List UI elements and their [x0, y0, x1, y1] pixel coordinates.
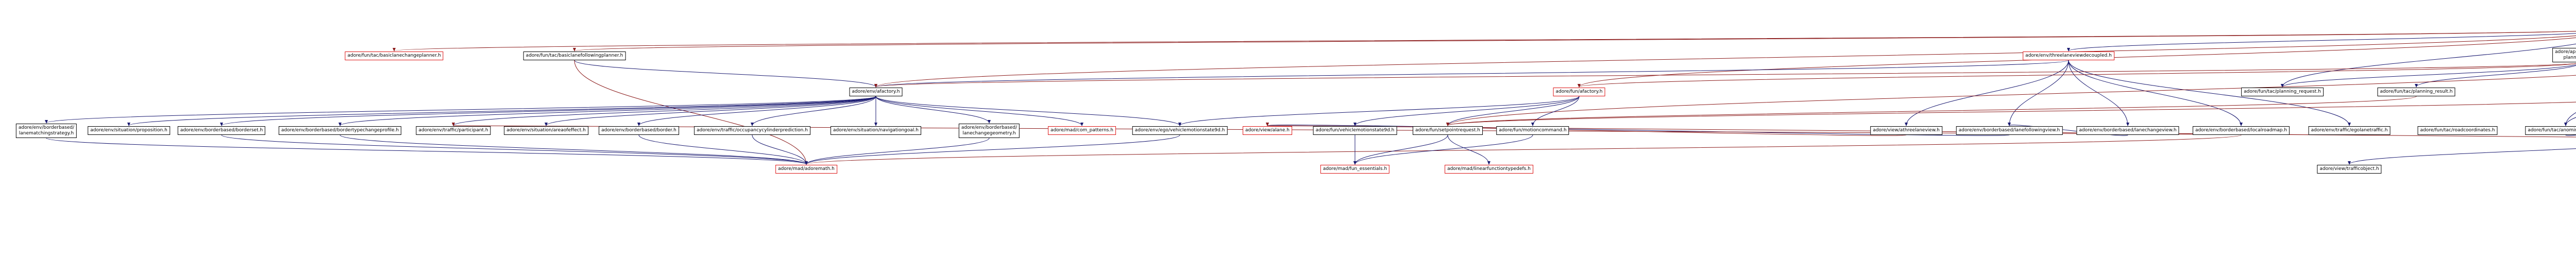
graph-node[interactable]: adore/env/borderbased/border.h: [599, 126, 679, 135]
include-edge: [2564, 117, 2576, 126]
include-edge: [1446, 96, 2417, 126]
graph-node[interactable]: adore/env/borderbased/lanechangegeometry…: [958, 124, 1020, 138]
graph-node[interactable]: adore/fun/tac/basiclanechangeplanner.h: [345, 52, 444, 60]
include-edge: [805, 134, 1180, 165]
include-edge: [1266, 122, 2010, 136]
graph-node[interactable]: adore/env/borderbased/lanechangeview.h: [2076, 126, 2179, 135]
include-edge: [875, 96, 1181, 126]
graph-node[interactable]: adore/mad/adoremath.h: [775, 165, 837, 174]
include-edge: [638, 134, 808, 165]
include-edge: [637, 96, 876, 126]
include-edge: [127, 96, 876, 126]
include-edge: [875, 96, 1083, 126]
include-edge: [1446, 101, 2576, 126]
include-edge: [2565, 134, 2576, 136]
include-edge: [1447, 134, 1490, 165]
include-edge: [574, 60, 877, 88]
graph-node[interactable]: adore/env/situation/proposition.h: [88, 126, 170, 135]
include-edge: [805, 134, 2242, 165]
include-edge: [1353, 96, 1580, 126]
include-edge: [1353, 134, 1448, 165]
graph-node[interactable]: adore/env/borderbased/borderset.h: [177, 126, 266, 135]
graph-node[interactable]: adore/env/situation/navigationgoal.h: [831, 126, 921, 135]
include-edge: [805, 138, 990, 165]
include-edge: [221, 134, 808, 165]
include-edge: [1353, 134, 1533, 165]
graph-node[interactable]: adore/mad/fun_essentials.h: [1320, 165, 1390, 174]
include-edge: [46, 138, 808, 165]
include-edge: [1531, 96, 1580, 126]
graph-node[interactable]: adore/env/borderbased/localroadmap.h: [2192, 126, 2290, 135]
include-edge: [1178, 96, 1580, 126]
graph-node[interactable]: adore/env/traffic/egolanetraffic.h: [2308, 126, 2391, 135]
include-edge: [220, 96, 876, 126]
include-edge: [452, 96, 876, 126]
include-edge: [574, 60, 808, 165]
include-edge: [1578, 63, 2576, 88]
include-edge: [338, 96, 876, 126]
include-edge: [45, 96, 876, 124]
graph-node[interactable]: adore/fun/tac/basiclanefollowingplanner.…: [523, 52, 626, 60]
include-edge: [2008, 122, 2128, 136]
graph-node[interactable]: adore/fun/vehiclemotionstate9d.h: [1313, 126, 1397, 135]
graph-node[interactable]: adore/env/traffic/occupancycylinderpredi…: [694, 126, 810, 135]
graph-node[interactable]: adore/fun/tac/roadcoordinates.h: [2417, 126, 2498, 135]
include-edge: [2564, 112, 2576, 126]
graph-node[interactable]: adore/fun/tac/planning_request.h: [2241, 88, 2324, 96]
include-edge: [2068, 60, 2129, 126]
graph-node[interactable]: adore/mad/com_patterns.h: [1048, 126, 1116, 135]
graph-node[interactable]: adore/env/borderbased/bordertypechangepr…: [278, 126, 402, 135]
include-edge: [2067, 33, 2576, 52]
include-edge: [340, 134, 808, 165]
graph-node[interactable]: adore/env/ego/vehiclemotionstate9d.h: [1132, 126, 1228, 135]
graph-node[interactable]: adore/view/alane.h: [1243, 126, 1292, 135]
include-edge: [1905, 60, 2069, 126]
graph-node[interactable]: adore/fun/tac/planning_result.h: [2377, 88, 2455, 96]
include-edge: [1446, 96, 1580, 126]
include-edge: [874, 60, 2069, 88]
include-edge: [874, 35, 2576, 88]
graph-node[interactable]: adore/env/traffic/participant.h: [416, 126, 491, 135]
include-edge: [751, 96, 876, 126]
include-edge: [2415, 65, 2576, 88]
graph-node[interactable]: adore/view/trafficobject.h: [2317, 165, 2382, 174]
include-edge: [2281, 64, 2576, 88]
include-edge: [2281, 43, 2576, 88]
include-edge: [875, 96, 991, 124]
graph-node[interactable]: adore/apps/trajectory_planner_base.h: [2552, 48, 2576, 62]
include-edge: [752, 134, 808, 165]
graph-node[interactable]: adore/env/borderbased/lanematchingstrate…: [15, 124, 77, 138]
include-edge: [1446, 75, 2576, 126]
graph-node[interactable]: adore/fun/afactory.h: [1553, 88, 1605, 96]
graph-node[interactable]: adore/env/afactory.h: [849, 88, 903, 96]
graph-node[interactable]: adore/env/borderbased/lanefollowingview.…: [1956, 126, 2063, 135]
graph-node[interactable]: adore/fun/motioncommand.h: [1496, 126, 1569, 135]
include-edge: [2008, 60, 2069, 126]
graph-node[interactable]: adore/env/situation/areaofeffect.h: [504, 126, 588, 135]
graph-node[interactable]: adore/env/threelaneviewdecoupled.h: [2023, 52, 2114, 60]
include-edge: [2068, 60, 2243, 126]
graph-node[interactable]: adore/fun/setpointrequest.h: [1413, 126, 1483, 135]
include-edge: [545, 96, 876, 126]
include-edge: [2348, 148, 2576, 165]
graph-node[interactable]: adore/fun/tac/anominalplanner.h: [2525, 126, 2576, 135]
include-edge: [573, 31, 2576, 52]
graph-node[interactable]: adore/view/athreelaneview.h: [1870, 126, 1942, 135]
include-edge: [874, 63, 2576, 88]
graph-node[interactable]: adore/mad/linearfunctiontypedefs.h: [1445, 165, 1533, 174]
